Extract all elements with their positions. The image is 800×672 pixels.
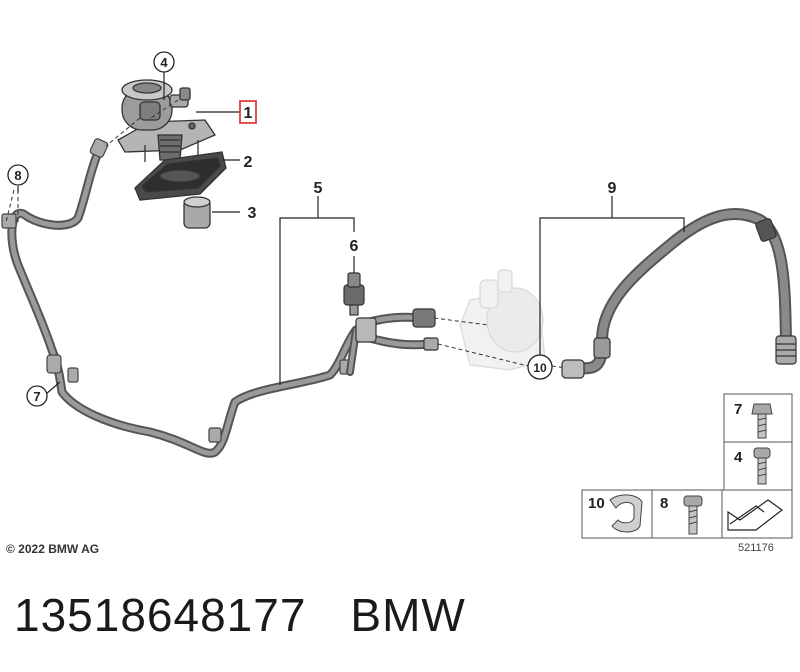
callout-7-label: 7 bbox=[33, 389, 40, 404]
callout-1-label: 1 bbox=[244, 105, 253, 122]
legend-item-8-label: 8 bbox=[660, 495, 668, 512]
hex-bolt-icon bbox=[751, 403, 773, 439]
legend-item-10-label: 10 bbox=[588, 495, 605, 512]
high-pressure-pump bbox=[117, 79, 216, 162]
callout-4: 4 bbox=[153, 51, 175, 73]
legend-item-4: 4 bbox=[734, 447, 771, 485]
clip-icon bbox=[609, 494, 643, 533]
legend-item-7-label: 7 bbox=[734, 401, 742, 418]
callout-1: 1 bbox=[239, 100, 257, 124]
callout-2: 2 bbox=[244, 154, 253, 171]
copyright-notice: © 2022 BMW AG bbox=[6, 542, 100, 556]
leader-lines bbox=[17, 72, 355, 395]
small-parts-legend bbox=[581, 393, 793, 539]
fuel-line-left bbox=[7, 143, 361, 458]
callout-3-label: 3 bbox=[248, 205, 257, 222]
roller-tappet bbox=[183, 196, 211, 229]
legend-item-7: 7 bbox=[734, 401, 773, 439]
group-brackets bbox=[279, 196, 685, 385]
callout-5: 5 bbox=[314, 180, 323, 197]
legend-item-8: 8 bbox=[660, 495, 703, 535]
arrow-symbol-icon bbox=[727, 499, 784, 531]
pump-holder-ring bbox=[134, 151, 227, 201]
figure-number: 521176 bbox=[738, 542, 774, 554]
ghost-pump bbox=[459, 269, 546, 371]
callout-4-label: 4 bbox=[160, 55, 168, 70]
guide-lines bbox=[5, 99, 567, 369]
callout-9-label: 9 bbox=[608, 180, 617, 197]
callout-10: 10 bbox=[527, 354, 553, 380]
parts-diagram: 1 2 3 4 5 6 7 8 9 10 7 bbox=[1, 51, 797, 539]
callout-8: 8 bbox=[7, 164, 29, 186]
brand-name: BMW bbox=[350, 589, 466, 641]
legend-item-10: 10 bbox=[588, 494, 643, 533]
callout-3: 3 bbox=[248, 205, 257, 222]
callout-2-label: 2 bbox=[244, 154, 253, 171]
footer-caption: 13518648177 BMW bbox=[14, 588, 466, 642]
fuel-hose-right bbox=[576, 208, 792, 375]
callout-9: 9 bbox=[608, 180, 617, 197]
legend-item-4-label: 4 bbox=[734, 449, 743, 466]
junction-block bbox=[355, 308, 439, 351]
callout-5-label: 5 bbox=[314, 180, 323, 197]
callout-8-label: 8 bbox=[14, 168, 21, 183]
pressure-sensor bbox=[343, 272, 365, 316]
part-number: 13518648177 bbox=[14, 589, 307, 641]
hose-fittings bbox=[561, 218, 797, 379]
torx-screw-icon bbox=[683, 495, 703, 535]
pipe-fittings bbox=[1, 138, 351, 443]
callout-7: 7 bbox=[26, 385, 48, 407]
callout-6-label: 6 bbox=[350, 238, 359, 255]
callout-6: 6 bbox=[350, 238, 359, 255]
callout-10-label: 10 bbox=[533, 361, 547, 375]
cap-screw-icon bbox=[753, 447, 771, 485]
